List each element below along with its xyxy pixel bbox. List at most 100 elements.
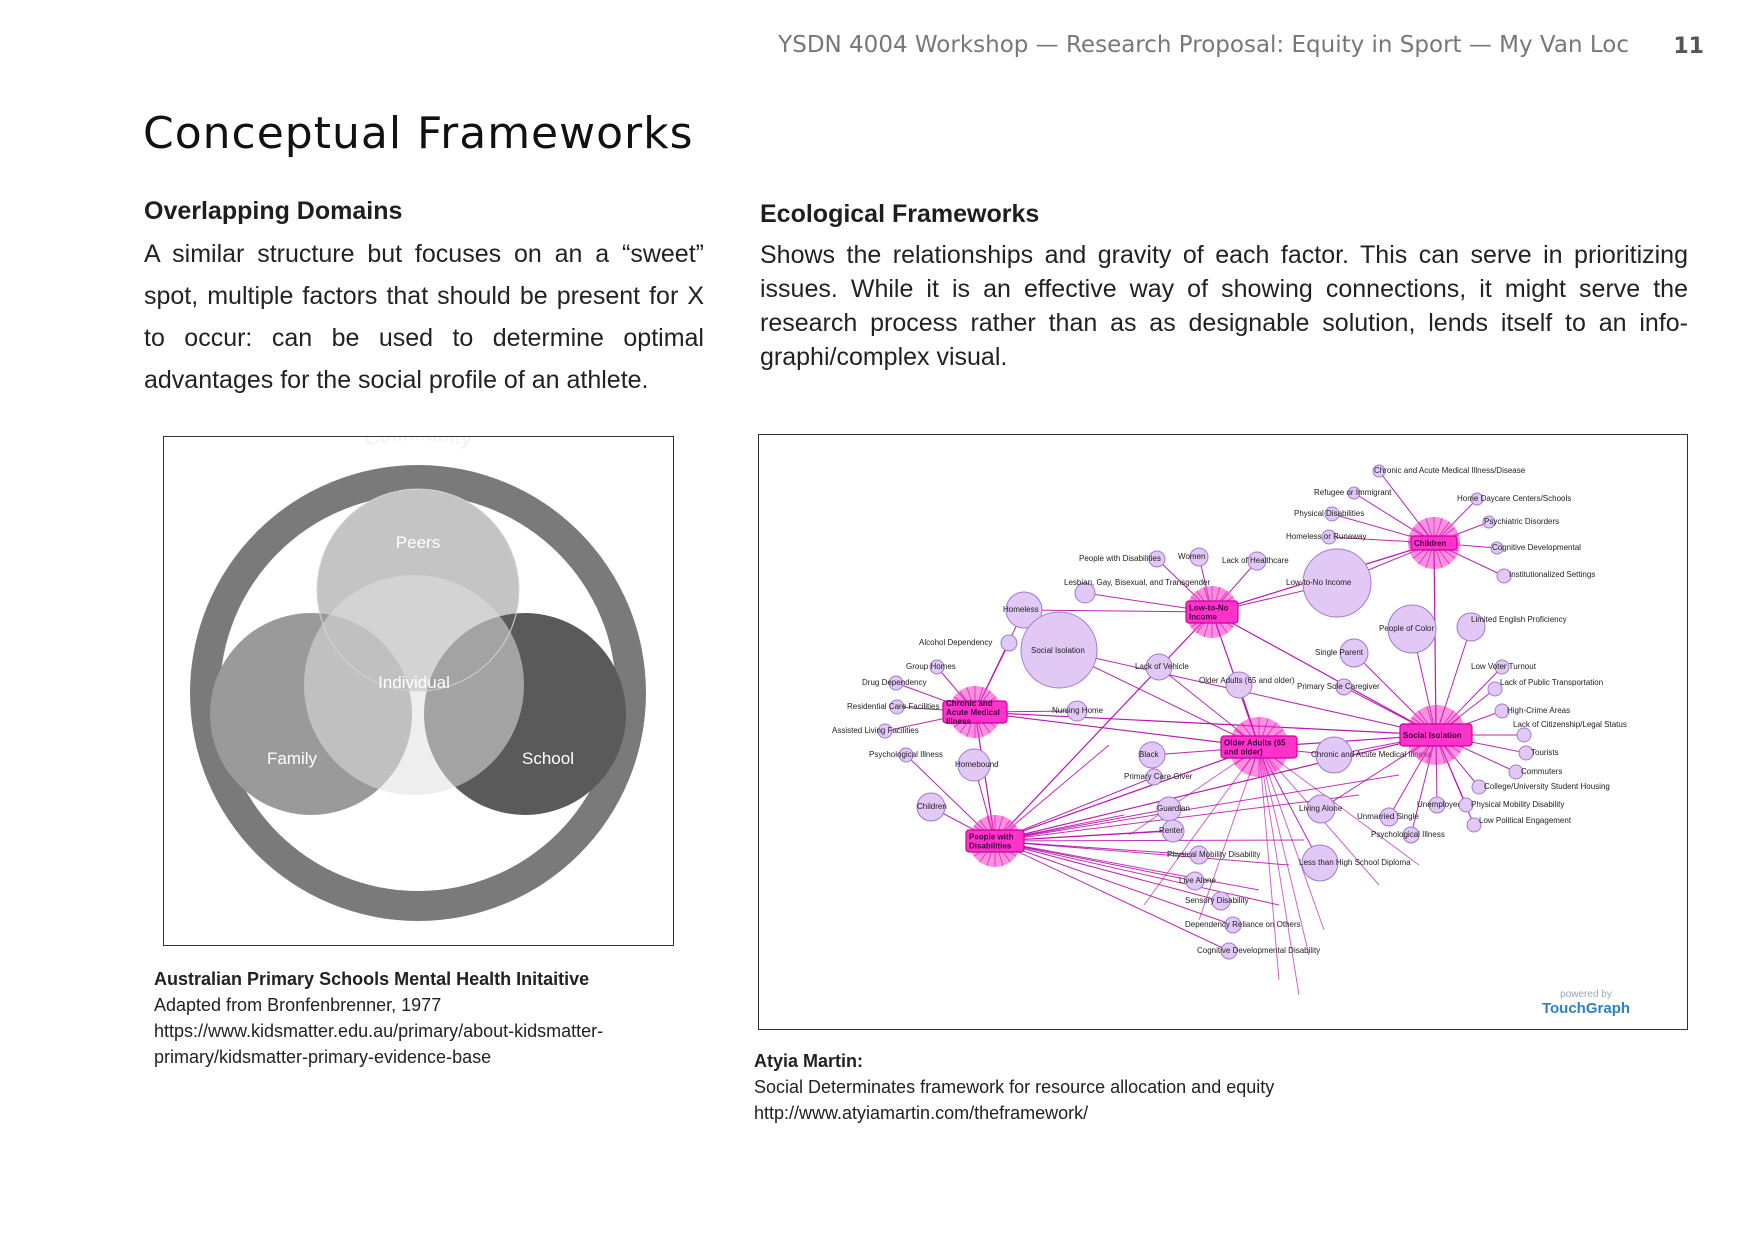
network-caption-url: http://www.atyiamartin.com/theframework/: [754, 1103, 1089, 1123]
network-node: [1496, 568, 1512, 584]
hub-edge: [994, 611, 1213, 842]
page-number: 11: [1673, 34, 1704, 59]
network-node: [1458, 797, 1474, 813]
hub-box: [942, 700, 1008, 724]
hub-edge: [994, 746, 1260, 842]
network-node-label: Chronic and Acute Medical Illness/Diseas…: [1374, 466, 1526, 475]
network-node: [1379, 807, 1399, 827]
network-node-label: Cognitive Developmental Disability: [1197, 946, 1320, 955]
community-label: Community: [363, 437, 474, 451]
family-label: Family: [267, 749, 318, 768]
network-node-label: Psychological Illness: [1371, 830, 1445, 839]
network-node-label: Psychological Illness: [869, 750, 943, 759]
network-node: [1335, 678, 1353, 696]
network-node: [1148, 550, 1166, 568]
venn-diagram-figure: Community Peers Individual Family School: [163, 424, 674, 946]
network-node: [1321, 529, 1337, 545]
network-node-label: Sensory Disability: [1185, 896, 1249, 905]
network-node: [1470, 492, 1484, 506]
hub-edge: [994, 734, 1437, 842]
network-edge: [994, 839, 1305, 842]
network-node: [957, 748, 991, 782]
network-node-label: Lack of Citizenship/Legal Status: [1513, 720, 1627, 729]
network-node: [1456, 612, 1486, 642]
network-node-label: Group Homes: [906, 662, 956, 671]
network-node-label: College/University Student Housing: [1484, 782, 1610, 791]
network-edge: [994, 840, 1234, 926]
network-node-label: Primary Care Giver: [1124, 772, 1193, 781]
network-node-label: Living Alone: [1299, 804, 1343, 813]
network-node: [1402, 826, 1420, 844]
venn-diagram: Community Peers Individual Family School: [190, 424, 646, 921]
network-node: [1315, 736, 1353, 774]
network-node-label: Physical Disabilities: [1294, 509, 1364, 518]
venn-caption: Australian Primary Schools Mental Health…: [154, 966, 714, 1070]
ecological-frameworks-heading: Ecological Frameworks: [760, 200, 1040, 228]
network-node-label: Lack of Public Transportation: [1500, 678, 1603, 687]
network-node-label: Less than High School Diploma: [1299, 858, 1411, 867]
network-node-label: Limited English Proficiency: [1471, 615, 1567, 624]
network-node-label: People with Disabilities: [1079, 554, 1161, 563]
hub-edge: [1211, 611, 1437, 736]
network-edge: [994, 840, 1230, 952]
network-edge: [1143, 746, 1260, 906]
network-node: [889, 699, 905, 715]
network-node: [1508, 764, 1524, 780]
network-node-label: Assisted Living Facilities: [832, 726, 919, 735]
network-node: [1339, 638, 1369, 668]
network-edge: [994, 840, 1280, 906]
network-node: [1185, 871, 1205, 891]
network-node: [1161, 819, 1185, 843]
network-node-label: Unemployed: [1417, 800, 1462, 809]
network-node: [1324, 506, 1340, 522]
network-edge: [994, 829, 1180, 842]
hub-label: Children: [1414, 539, 1447, 548]
network-node-label: Drug Dependency: [862, 678, 926, 687]
network-node: [1471, 779, 1487, 795]
network-node: [1189, 547, 1209, 567]
network-edge: [1258, 746, 1420, 866]
ecological-frameworks-body: Shows the relationships and gravity of e…: [760, 241, 1688, 371]
hub-edge: [974, 711, 1260, 748]
network-node-label: Psychiatric Disorders: [1484, 517, 1559, 526]
network-node-label: Unmarried Single: [1357, 812, 1419, 821]
network-node-label: Low Political Engagement: [1479, 816, 1572, 825]
network-node: [1466, 817, 1482, 833]
network-node: [1145, 768, 1163, 786]
network-node-label: Live Alone: [1179, 876, 1216, 885]
network-node-label: Chronic and Acute Medical Illness: [1311, 750, 1431, 759]
network-node: [1482, 515, 1496, 529]
network-edge: [994, 774, 1400, 842]
network-nodes: Chronic and Acute Medical Illness/Diseas…: [832, 464, 1627, 960]
network-node: [877, 723, 893, 739]
overlapping-domains-heading: Overlapping Domains: [144, 197, 403, 225]
page-title: Conceptual Frameworks: [143, 108, 694, 159]
network-node-label: Social Isolation: [1031, 646, 1085, 655]
network-node: [1487, 681, 1503, 697]
network-node-label: Refugee or Immigrant: [1314, 488, 1392, 497]
network-node: [1145, 653, 1173, 681]
ecological-network-figure: Chronic and Acute Medical Illness/Diseas…: [758, 434, 1688, 1030]
network-node: [1066, 700, 1088, 722]
network-node-label: Alcohol Dependency: [919, 638, 992, 647]
network-edge: [1023, 609, 1213, 613]
network-node-label: Home Daycare Centers/Schools: [1457, 494, 1571, 503]
network-edge: [1258, 746, 1325, 931]
network-edge: [994, 840, 1222, 902]
network-node: [1020, 611, 1098, 689]
network-node: [1189, 845, 1209, 865]
network-node-label: Women: [1178, 552, 1205, 561]
network-node-label: Lack of Healthcare: [1222, 556, 1289, 565]
hub-edge: [1433, 542, 1437, 736]
network-node: [929, 659, 945, 675]
network-node: [1000, 634, 1018, 652]
network-node-label: Homeless or Runaway: [1286, 532, 1366, 541]
network-node-label: High-Crime Areas: [1507, 706, 1570, 715]
network-node-label: Dependency Reliance on Others: [1185, 920, 1301, 929]
network-node-label: Commuters: [1521, 767, 1562, 776]
hub-box: [1410, 535, 1458, 551]
